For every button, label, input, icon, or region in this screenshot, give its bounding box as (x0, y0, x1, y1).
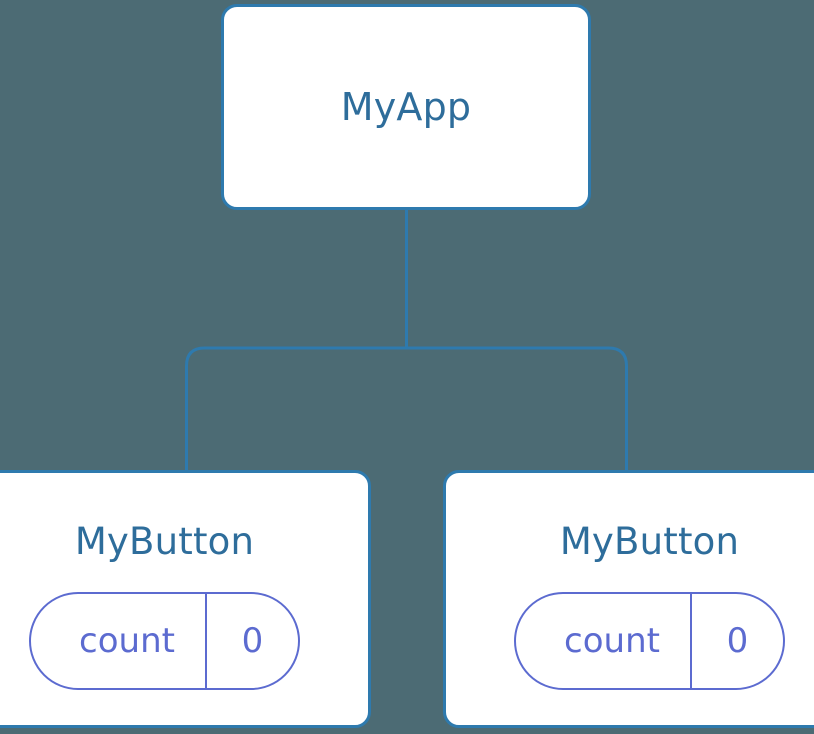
state-key-right: count (564, 621, 660, 661)
node-mybutton-right[interactable]: MyButton count 0 (443, 470, 814, 728)
node-myapp-label: MyApp (340, 85, 472, 129)
node-mybutton-left-label: MyButton (74, 520, 255, 563)
state-key-left: count (79, 621, 175, 661)
state-pill-left[interactable]: count 0 (29, 592, 300, 690)
node-mybutton-right-label: MyButton (559, 520, 740, 563)
state-value-left: 0 (205, 594, 298, 688)
node-myapp[interactable]: MyApp (221, 4, 591, 210)
state-value-right: 0 (690, 594, 783, 688)
state-pill-right[interactable]: count 0 (514, 592, 785, 690)
node-mybutton-left[interactable]: MyButton count 0 (0, 470, 371, 728)
connector-root-to-children (185, 209, 628, 470)
